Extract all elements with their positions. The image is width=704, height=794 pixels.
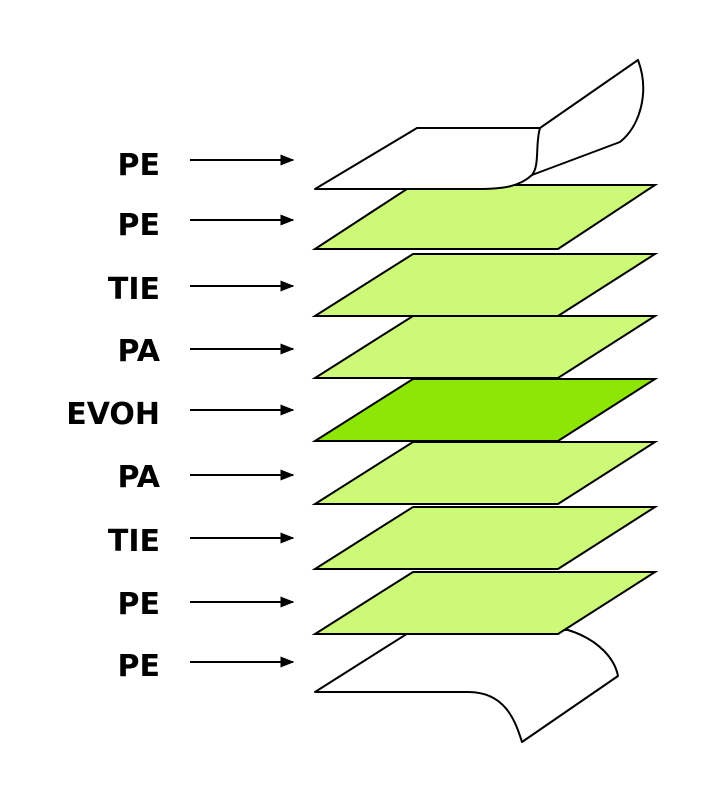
layer-sheet-pa xyxy=(311,441,659,505)
layer-label: EVOH xyxy=(66,397,160,432)
curl-edge xyxy=(531,127,541,176)
layer-label: TIE xyxy=(108,272,160,307)
layer-label: PE xyxy=(118,587,160,622)
layer-label: PE xyxy=(118,649,160,684)
layer-sheet-pa xyxy=(311,315,659,379)
layer-label: PE xyxy=(118,208,160,243)
layer-sheet-evoh xyxy=(311,378,659,442)
layer-sheet-pe xyxy=(311,571,659,635)
layer-sheet-pe xyxy=(311,184,659,250)
layer-label: PA xyxy=(118,460,161,495)
layer-sheet-pe-bottom-curled xyxy=(314,629,619,743)
layer-label: TIE xyxy=(108,524,160,559)
layer-labels: PE PE TIE PA EVOH PA TIE PE PE xyxy=(66,148,295,684)
layer-label: PE xyxy=(118,148,160,183)
layer-sheet-pe-top-curled xyxy=(314,59,645,190)
film-layers xyxy=(311,59,659,743)
layer-sheet-tie xyxy=(311,506,659,570)
layer-label: PA xyxy=(118,334,161,369)
layer-sheet-tie xyxy=(311,253,659,317)
